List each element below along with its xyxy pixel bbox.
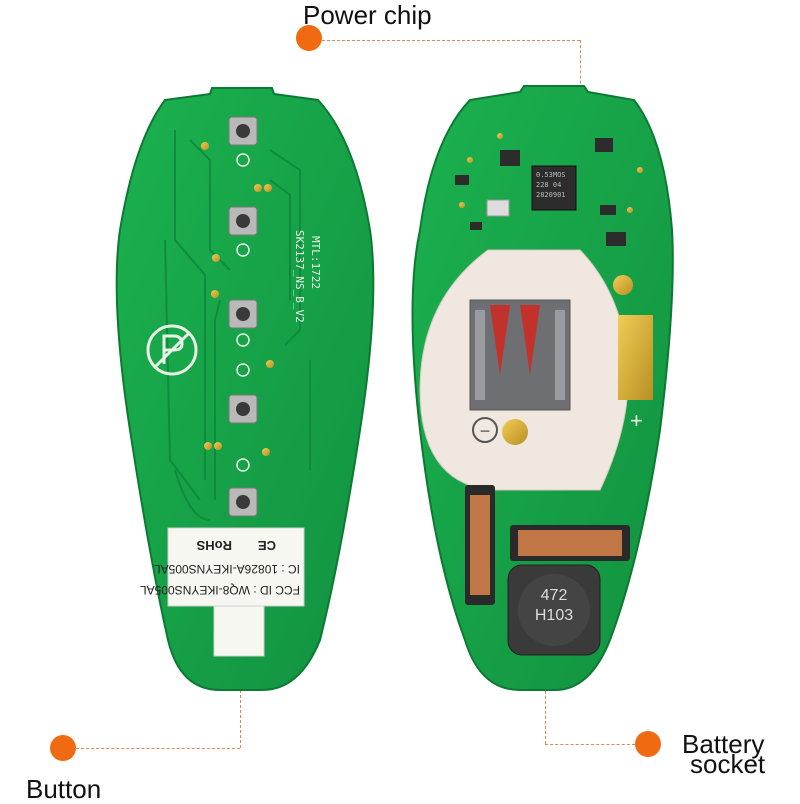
inductor-line2: H103 — [535, 607, 573, 624]
inductor: 472 H103 — [465, 485, 630, 656]
back-pcb-board: − + 0.53MOS 228 04 2820901 — [411, 85, 674, 691]
inductor-line1: 472 — [541, 587, 568, 604]
battery-socket-label-line1: Battery — [682, 729, 765, 759]
plus-sign: + — [630, 408, 643, 433]
front-buttons — [228, 116, 258, 517]
rohs-mark: RoHS — [196, 538, 232, 553]
ic-number: IC : 10826A-IKEYNS005AL — [154, 562, 300, 576]
power-chip-leader-line — [322, 40, 580, 41]
button-callout-dot — [50, 735, 76, 761]
battery-socket-label-line2: socket — [690, 749, 766, 779]
lead-free-symbol — [146, 324, 198, 376]
fcc-label-sticker: RoHS CE IC : 10826A-IKEYNS005AL FCC ID :… — [140, 527, 305, 657]
battery-positive-contact — [618, 315, 653, 400]
minus-sign: − — [480, 421, 491, 441]
power-chip: 0.53MOS 228 04 2820901 — [531, 165, 577, 211]
battery-socket — [469, 299, 571, 411]
power-chip-label: Power chip — [303, 0, 432, 30]
svg-text:228 04: 228 04 — [536, 181, 561, 189]
fcc-id: FCC ID : WQ8-IKEYNS005AL — [140, 583, 300, 597]
front-silk-mtl: MTL:1722 — [309, 236, 322, 289]
button-label: Button — [26, 774, 102, 804]
svg-text:2820901: 2820901 — [536, 191, 566, 199]
ce-mark: CE — [258, 538, 276, 553]
svg-text:0.53MOS: 0.53MOS — [536, 171, 566, 179]
battery-socket-leader-line — [545, 744, 635, 745]
front-silk-model: SK2137_NS_B_V2 — [293, 230, 306, 323]
power-chip-callout-dot — [296, 25, 322, 51]
button-leader-line — [76, 748, 240, 749]
front-pcb-board: SK2137_NS_B_V2 MTL:1722 RoHS CE IC : 108… — [115, 87, 375, 691]
battery-socket-callout-dot — [635, 731, 661, 757]
